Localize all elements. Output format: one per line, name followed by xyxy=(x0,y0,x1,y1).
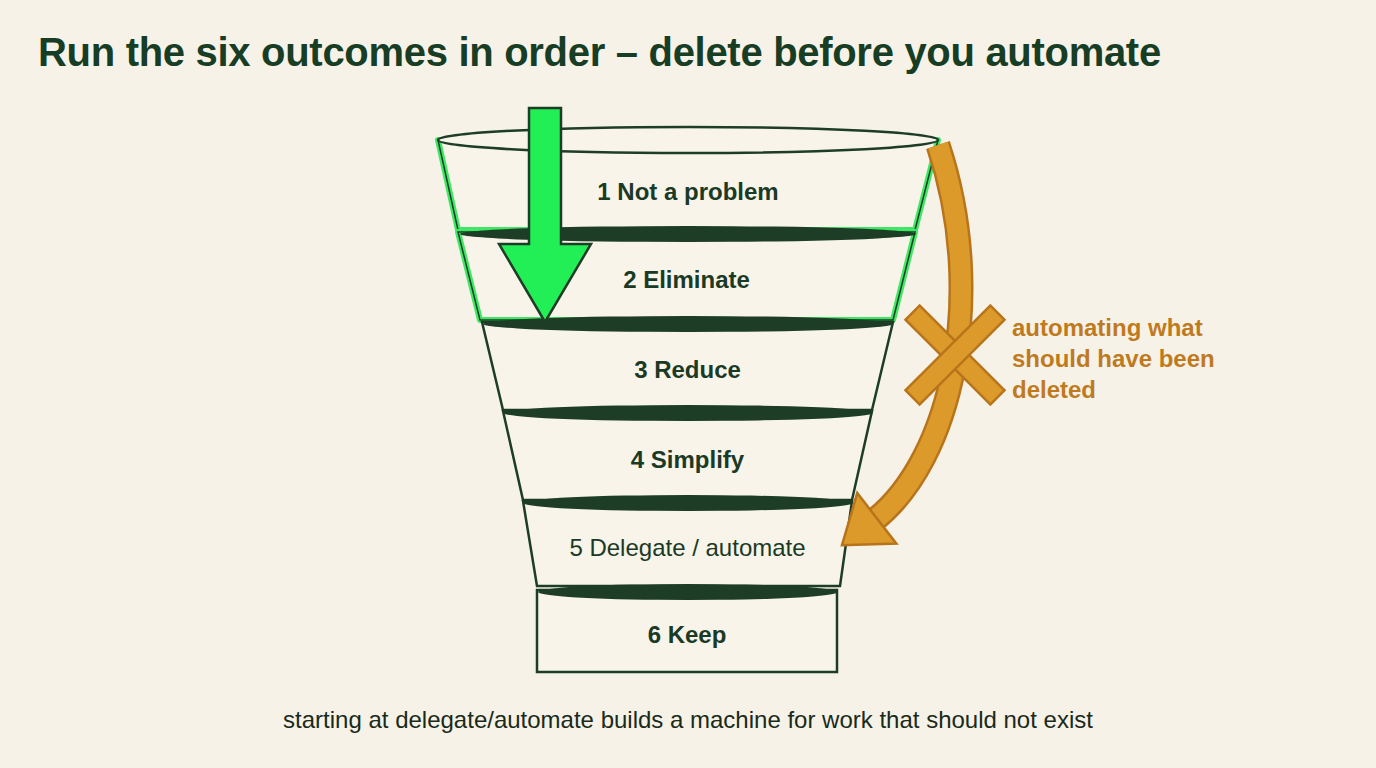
funnel-band: 5 Delegate / automate xyxy=(523,501,852,586)
arrow-body xyxy=(874,145,961,521)
band-label: 4 Simplify xyxy=(503,411,872,500)
funnel-rim xyxy=(438,127,938,153)
band-shape xyxy=(482,322,893,410)
band-shape xyxy=(458,232,915,320)
band-shape xyxy=(458,232,915,320)
diagram-title: Run the six outcomes in order – delete b… xyxy=(38,30,1161,75)
band-label: 3 Reduce xyxy=(482,322,893,410)
edge-label: automating what should have been deleted xyxy=(1012,312,1228,405)
band-shape xyxy=(523,501,852,586)
funnel-band: 6 Keep xyxy=(537,590,837,672)
funnel-band: 2 Eliminate xyxy=(458,232,915,320)
band-separator xyxy=(503,405,873,421)
band-separator xyxy=(483,316,893,332)
connector xyxy=(842,145,961,545)
band-shape xyxy=(438,140,938,230)
band-separator xyxy=(538,584,838,600)
funnel-band: 1 Not a problem xyxy=(438,140,938,230)
band-separator xyxy=(523,495,853,511)
band-shape xyxy=(438,140,938,230)
arrow-body xyxy=(499,108,591,322)
arrow-outline xyxy=(874,145,961,521)
arrow-head xyxy=(842,493,896,545)
connector xyxy=(499,108,591,322)
band-shape xyxy=(537,590,837,672)
band-label: 1 Not a problem xyxy=(438,140,938,230)
band-separator xyxy=(460,226,916,242)
band-shape xyxy=(503,411,872,500)
band-label: 6 Keep xyxy=(537,590,837,672)
funnel-band: 4 Simplify xyxy=(503,411,872,500)
funnel-band: 3 Reduce xyxy=(482,322,893,410)
band-label: 5 Delegate / automate xyxy=(523,501,852,586)
band-label: 2 Eliminate xyxy=(458,232,915,320)
diagram-caption: starting at delegate/automate builds a m… xyxy=(0,706,1376,734)
